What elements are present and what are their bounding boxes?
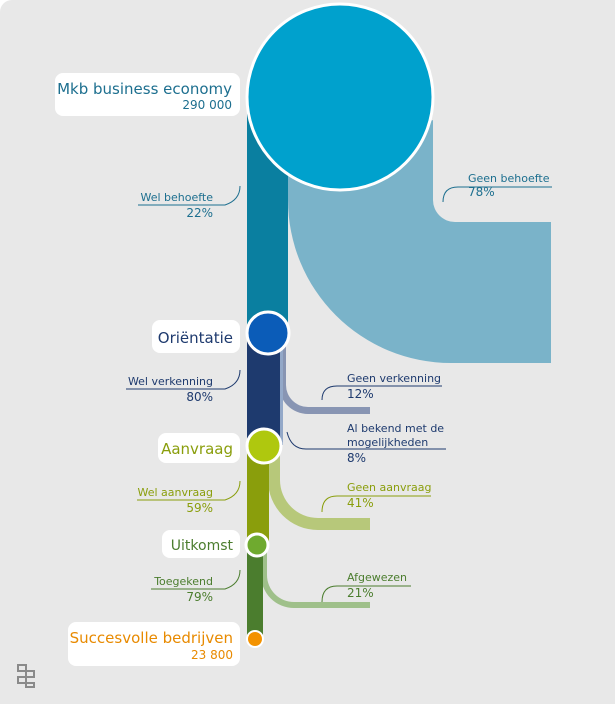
label-box-aanvraag xyxy=(158,433,240,463)
leader-geen-aanvraag xyxy=(321,495,431,513)
band-toegekend xyxy=(247,545,263,640)
flow-al-bekend-label-2: mogelijkheden xyxy=(347,436,428,449)
flow-toegekend-label: Toegekend xyxy=(153,575,213,588)
leader-geen-verkenning xyxy=(321,385,442,401)
node-end-label: Succesvolle bedrijven xyxy=(70,629,233,647)
flow-wel-verkenning-label: Wel verkenning xyxy=(128,375,213,388)
label-box-orientatie xyxy=(152,320,240,353)
flow-toegekend-pct: 79% xyxy=(186,590,213,604)
leader-al-bekend xyxy=(286,431,446,450)
label-box-end xyxy=(68,622,240,666)
node-start-value: 290 000 xyxy=(182,98,232,112)
flow-afgewezen-pct: 21% xyxy=(347,586,374,600)
flow-geen-behoefte-pct: 78% xyxy=(468,185,495,199)
flow-geen-aanvraag-pct: 41% xyxy=(347,496,374,510)
node-aanvraag-circle xyxy=(245,427,283,465)
flow-wel-behoefte-pct: 22% xyxy=(186,206,213,220)
flow-wel-aanvraag-pct: 59% xyxy=(186,501,213,515)
node-end-value: 23 800 xyxy=(191,648,233,662)
band-afgewezen xyxy=(261,550,370,608)
node-orientatie-circle xyxy=(245,310,291,356)
node-uitkomst-label: Uitkomst xyxy=(171,538,234,554)
band-geen-aanvraag xyxy=(268,450,370,530)
node-start-label: Mkb business economy xyxy=(57,80,232,98)
flow-geen-verkenning-label: Geen verkenning xyxy=(347,372,441,385)
node-mkb-circle xyxy=(245,2,435,192)
band-wel-aanvraag xyxy=(247,446,269,546)
flow-geen-aanvraag-label: Geen aanvraag xyxy=(347,481,431,494)
leader-geen-behoefte xyxy=(442,186,552,203)
flow-wel-behoefte-label: Wel behoefte xyxy=(140,191,213,204)
flow-wel-verkenning-pct: 80% xyxy=(186,390,213,404)
leader-wel-behoefte xyxy=(138,185,241,206)
leader-wel-verkenning xyxy=(126,369,241,390)
node-success-circle xyxy=(246,630,264,648)
cbs-logo-icon xyxy=(17,664,35,688)
label-box-uitkomst xyxy=(162,530,240,558)
leader-afgewezen xyxy=(321,585,411,603)
flow-al-bekend-pct: 8% xyxy=(347,451,366,465)
node-uitkomst-circle xyxy=(244,532,270,558)
leader-wel-aanvraag xyxy=(137,480,241,501)
node-orientatie-label: Oriëntatie xyxy=(158,329,233,347)
node-aanvraag-label: Aanvraag xyxy=(161,440,233,458)
leader-toegekend xyxy=(151,569,241,590)
flow-wel-aanvraag-label: Wel aanvraag xyxy=(137,486,213,499)
flow-al-bekend-label-1: Al bekend met de xyxy=(347,422,444,435)
flow-afgewezen-label: Afgewezen xyxy=(347,571,407,584)
flow-geen-verkenning-pct: 12% xyxy=(347,387,374,401)
band-al-bekend xyxy=(279,340,283,445)
flow-geen-behoefte-label: Geen behoefte xyxy=(468,172,550,185)
label-box-start xyxy=(55,73,240,116)
